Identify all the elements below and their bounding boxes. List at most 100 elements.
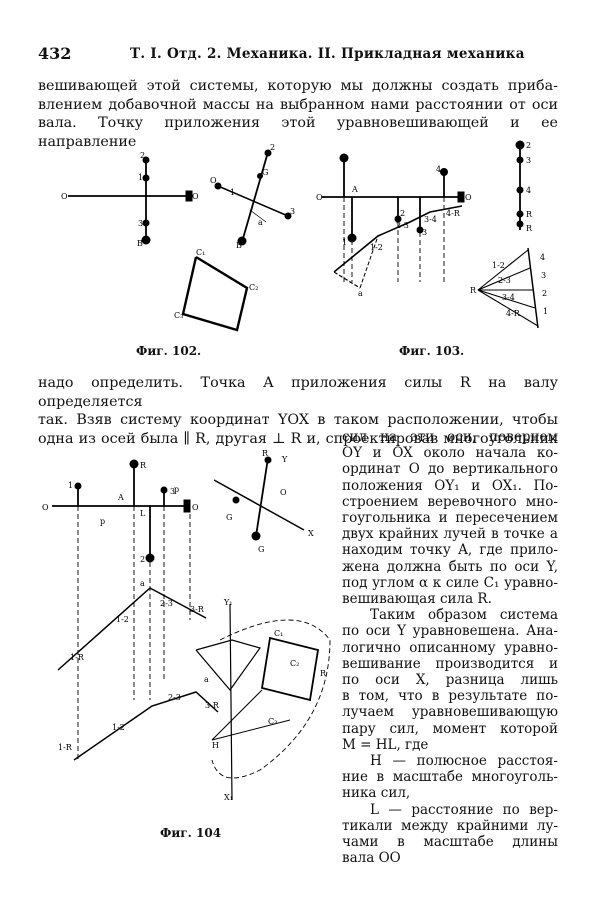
caption-fig103: Фиг. 103.	[399, 344, 465, 358]
text-line: так. Взяв систему координат YOX в таком …	[38, 412, 558, 428]
label: Y	[281, 455, 288, 464]
label: a	[358, 289, 363, 298]
text-line: положения OY₁ и OX₁. По-	[342, 477, 558, 494]
label: 3-4	[424, 215, 437, 224]
label: R	[526, 210, 533, 219]
text-line: вала OO	[342, 850, 401, 867]
label: Y₁	[223, 598, 233, 607]
label: R	[526, 224, 533, 233]
label: O	[316, 193, 323, 202]
label: R	[320, 669, 327, 678]
label: C₂	[290, 659, 299, 668]
label: 3-R	[190, 605, 205, 614]
label: B	[236, 241, 242, 250]
label: 1	[68, 481, 73, 490]
label: a	[140, 579, 145, 588]
label: 1-2	[370, 243, 383, 252]
label: B	[137, 239, 143, 248]
label: R	[470, 286, 477, 295]
label: 3-R	[205, 701, 220, 710]
label: H	[212, 741, 219, 750]
label: O	[465, 193, 472, 202]
text-line: влением добавочной массы на выбранном на…	[38, 96, 558, 113]
figure-103: O O A 1 2 3 4 a 1-2 2-3 3-4 4-R 2 3 4	[316, 140, 548, 329]
page-number: 432	[38, 44, 72, 63]
text-line: ординат O до вертикального	[342, 461, 558, 478]
text-line: OY и OX около начала ко-	[342, 445, 558, 462]
text-line: строением веревочного мно-	[342, 493, 558, 510]
text-line: по оси X, разница лишь	[342, 672, 558, 689]
label: 3	[290, 207, 295, 216]
label: R	[140, 461, 147, 470]
text-line: ние в масштабе многоуголь-	[342, 769, 558, 786]
label: 3	[422, 228, 427, 237]
label: 2-3	[498, 276, 511, 285]
label: X₁	[224, 793, 233, 802]
label: 1-R	[58, 743, 73, 752]
text-line: сил на эти оси, повернем	[342, 429, 558, 445]
paragraph-1: вешивающей этой системы, которую мы долж…	[38, 77, 558, 151]
text-line: жена должна быть по оси Y,	[342, 558, 558, 575]
label: 3	[541, 271, 546, 280]
label: 4	[436, 165, 441, 174]
text-line: в том, что в результате по-	[342, 688, 558, 705]
text-line: лучаем уравновешивающую	[342, 704, 558, 721]
label: 2	[542, 289, 547, 298]
label: 2	[400, 209, 405, 218]
label: 2-3	[160, 599, 173, 608]
text-line: M = HL, где	[342, 736, 429, 753]
label: 1	[138, 173, 143, 182]
label: L	[140, 509, 146, 518]
label: a	[204, 675, 209, 684]
text-line: тикали между крайними лу-	[342, 817, 558, 834]
label: 1-2	[492, 261, 505, 270]
label: O	[192, 192, 199, 201]
label: 1-R	[70, 653, 85, 662]
label: G	[262, 168, 268, 177]
label: O	[61, 192, 68, 201]
label: A	[351, 185, 358, 194]
label: O	[192, 503, 199, 512]
caption-fig102: Фиг. 102.	[136, 344, 202, 358]
running-header: 432 Т. I. Отд. 2. Механика. II. Прикладн…	[38, 44, 566, 66]
running-title: Т. I. Отд. 2. Механика. II. Прикладная м…	[130, 46, 525, 62]
label: C₃	[174, 311, 183, 320]
label: a	[258, 218, 263, 227]
label: O	[210, 176, 217, 185]
caption-fig104: Фиг. 104	[160, 826, 222, 840]
label: 1	[543, 307, 548, 316]
label: 3	[170, 487, 175, 496]
label: 1	[230, 188, 235, 197]
figure-104: O O R 1 2 3 A L p p a 1-R 1-2 2-3 3-R 1-…	[42, 449, 331, 802]
label: 3	[138, 219, 143, 228]
text-line: надо определить. Точка A приложения силы…	[38, 375, 558, 410]
label: 2	[140, 555, 145, 564]
label: 3-4	[502, 293, 515, 302]
label: 4	[526, 186, 531, 195]
label: C₁	[274, 629, 283, 638]
label: 1	[342, 238, 347, 247]
label: O	[280, 488, 287, 497]
text-line: Таким образом система	[370, 607, 558, 624]
label: A	[117, 493, 124, 502]
label: 1-2	[112, 723, 125, 732]
label: 2-3	[168, 693, 181, 702]
label: C₂	[249, 283, 258, 292]
text-line: двух крайних лучей в точке a	[342, 526, 558, 543]
label: O	[42, 503, 49, 512]
label: p	[174, 485, 179, 494]
right-column-text: сил на эти оси, повернем OY и OX около н…	[342, 429, 558, 866]
text-line: ника сил,	[342, 785, 411, 802]
text-line: по оси Y уравновешена. Ана-	[342, 623, 558, 640]
text-line: логично описанному уравно-	[342, 639, 558, 656]
text-line: вешивающей этой системы, которую мы долж…	[38, 78, 558, 94]
text-line: пару сил, момент которой	[342, 720, 558, 737]
label: 2	[140, 151, 145, 160]
label: 1-2	[116, 615, 129, 624]
label: R	[262, 449, 269, 458]
text-line: под углом α к силе C₁ уравно-	[342, 574, 558, 591]
figure-102: O O 2 1 3 B O 2 G 1 3 B a C₁ C₂ C₃	[61, 143, 295, 332]
label: 2-3	[396, 221, 409, 230]
text-line: H — полюсное расстоя-	[370, 753, 558, 770]
text-line: гоугольника и пересечением	[342, 510, 558, 527]
